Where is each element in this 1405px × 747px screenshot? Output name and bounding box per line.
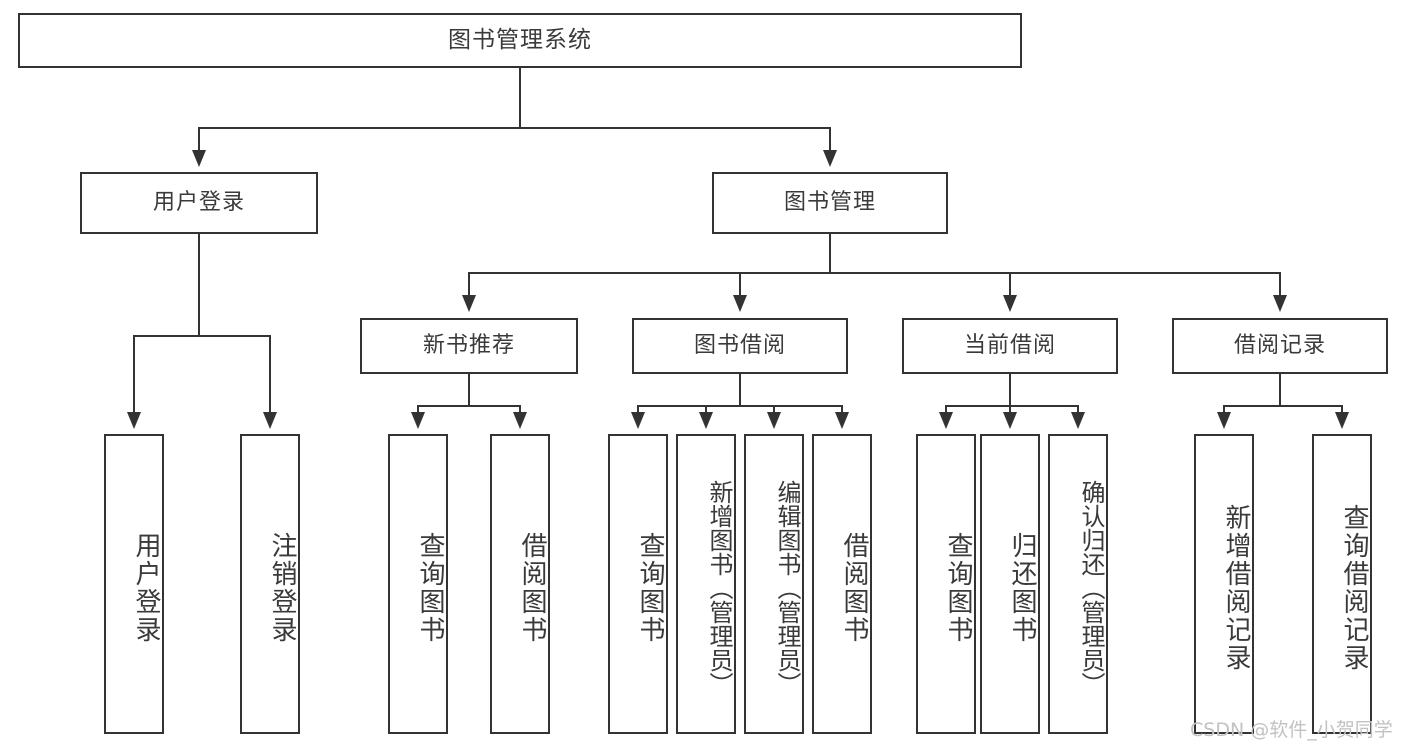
arrow-bm-to-current-borrow xyxy=(1003,295,1017,312)
node-leaf-query-book-1[interactable]: 查询图书 xyxy=(388,434,448,734)
node-book-borrow[interactable]: 图书借阅 xyxy=(632,318,848,374)
node-leaf-return-book[interactable]: 归还图书 xyxy=(980,434,1040,734)
arrow-root-to-book-management xyxy=(823,150,837,167)
arrow-current-borrow-to-leaf-3 xyxy=(1071,412,1085,429)
csdn-watermark: CSDN @软件_小贺同学 xyxy=(1190,719,1393,741)
arrow-borrow-record-to-leaf-1 xyxy=(1217,412,1231,429)
edge-new-book-to-leaf-2 xyxy=(519,405,521,417)
node-book-management[interactable]: 图书管理 xyxy=(712,172,948,234)
edge-borrow-record-stem xyxy=(1279,374,1281,406)
node-root-book-management-system[interactable]: 图书管理系统 xyxy=(18,13,1022,68)
arrow-new-book-to-leaf-2 xyxy=(513,412,527,429)
node-leaf-query-record[interactable]: 查询借阅记录 xyxy=(1312,434,1372,734)
edge-current-borrow-to-leaf-1 xyxy=(945,405,947,417)
node-leaf-add-record[interactable]: 新增借阅记录 xyxy=(1194,434,1254,734)
node-borrow-record[interactable]: 借阅记录 xyxy=(1172,318,1388,374)
edge-book-borrow-to-leaf-2 xyxy=(705,405,707,417)
node-leaf-logout-login[interactable]: 注销登录 xyxy=(240,434,300,734)
edge-root-to-book-management xyxy=(829,127,831,155)
edge-book-management-stem xyxy=(829,234,831,273)
edge-book-borrow-stem xyxy=(739,374,741,406)
edge-user-login-stem xyxy=(198,234,200,336)
edge-new-book-to-leaf-1 xyxy=(417,405,419,417)
arrow-user-login-to-leaf-2 xyxy=(263,412,277,429)
edge-borrow-record-bus xyxy=(1223,405,1342,407)
node-user-login[interactable]: 用户登录 xyxy=(80,172,318,234)
edge-current-borrow-stem xyxy=(1009,374,1011,406)
edge-current-borrow-bus xyxy=(945,405,1079,407)
edge-new-book-stem xyxy=(468,374,470,406)
edge-user-login-bus xyxy=(133,335,270,337)
node-leaf-confirm-return[interactable]: 确认归还（管理员） xyxy=(1048,434,1108,734)
edge-bm-to-borrow-record xyxy=(1279,272,1281,300)
edge-user-login-to-leaf-1 xyxy=(133,335,135,417)
arrow-borrow-record-to-leaf-2 xyxy=(1335,412,1349,429)
edge-bm-to-new-book xyxy=(468,272,470,300)
node-current-borrow[interactable]: 当前借阅 xyxy=(902,318,1118,374)
node-leaf-borrow-book-1[interactable]: 借阅图书 xyxy=(490,434,550,734)
arrow-bm-to-book-borrow xyxy=(733,295,747,312)
node-leaf-add-book[interactable]: 新增图书（管理员） xyxy=(676,434,736,734)
arrow-new-book-to-leaf-1 xyxy=(411,412,425,429)
arrow-user-login-to-leaf-1 xyxy=(127,412,141,429)
edge-book-borrow-to-leaf-4 xyxy=(841,405,843,417)
arrow-current-borrow-to-leaf-2 xyxy=(1003,412,1017,429)
edge-book-borrow-bus xyxy=(637,405,843,407)
edge-book-borrow-to-leaf-1 xyxy=(637,405,639,417)
edge-bm-to-book-borrow xyxy=(739,272,741,300)
edge-borrow-record-to-leaf-2 xyxy=(1341,405,1343,417)
arrow-book-borrow-to-leaf-1 xyxy=(631,412,645,429)
edge-new-book-bus xyxy=(417,405,521,407)
edge-bm-to-current-borrow xyxy=(1009,272,1011,300)
edge-root-to-user-login xyxy=(198,127,200,155)
edge-current-borrow-to-leaf-2 xyxy=(1009,405,1011,417)
edge-book-management-bus xyxy=(468,272,1280,274)
node-leaf-borrow-book-2[interactable]: 借阅图书 xyxy=(812,434,872,734)
arrow-bm-to-borrow-record xyxy=(1273,295,1287,312)
arrow-book-borrow-to-leaf-3 xyxy=(767,412,781,429)
node-leaf-query-book-2[interactable]: 查询图书 xyxy=(608,434,668,734)
arrow-book-borrow-to-leaf-2 xyxy=(699,412,713,429)
node-leaf-edit-book[interactable]: 编辑图书（管理员） xyxy=(744,434,804,734)
edge-current-borrow-to-leaf-3 xyxy=(1077,405,1079,417)
arrow-current-borrow-to-leaf-1 xyxy=(939,412,953,429)
edge-book-borrow-to-leaf-3 xyxy=(773,405,775,417)
arrow-book-borrow-to-leaf-4 xyxy=(835,412,849,429)
edge-borrow-record-to-leaf-1 xyxy=(1223,405,1225,417)
edge-user-login-to-leaf-2 xyxy=(269,335,271,417)
node-new-book-recommend[interactable]: 新书推荐 xyxy=(360,318,578,374)
arrow-bm-to-new-book xyxy=(462,295,476,312)
edge-root-stem xyxy=(519,68,521,128)
node-leaf-query-book-3[interactable]: 查询图书 xyxy=(916,434,976,734)
arrow-root-to-user-login xyxy=(192,150,206,167)
node-leaf-user-login[interactable]: 用户登录 xyxy=(104,434,164,734)
edge-root-bus xyxy=(198,127,831,129)
